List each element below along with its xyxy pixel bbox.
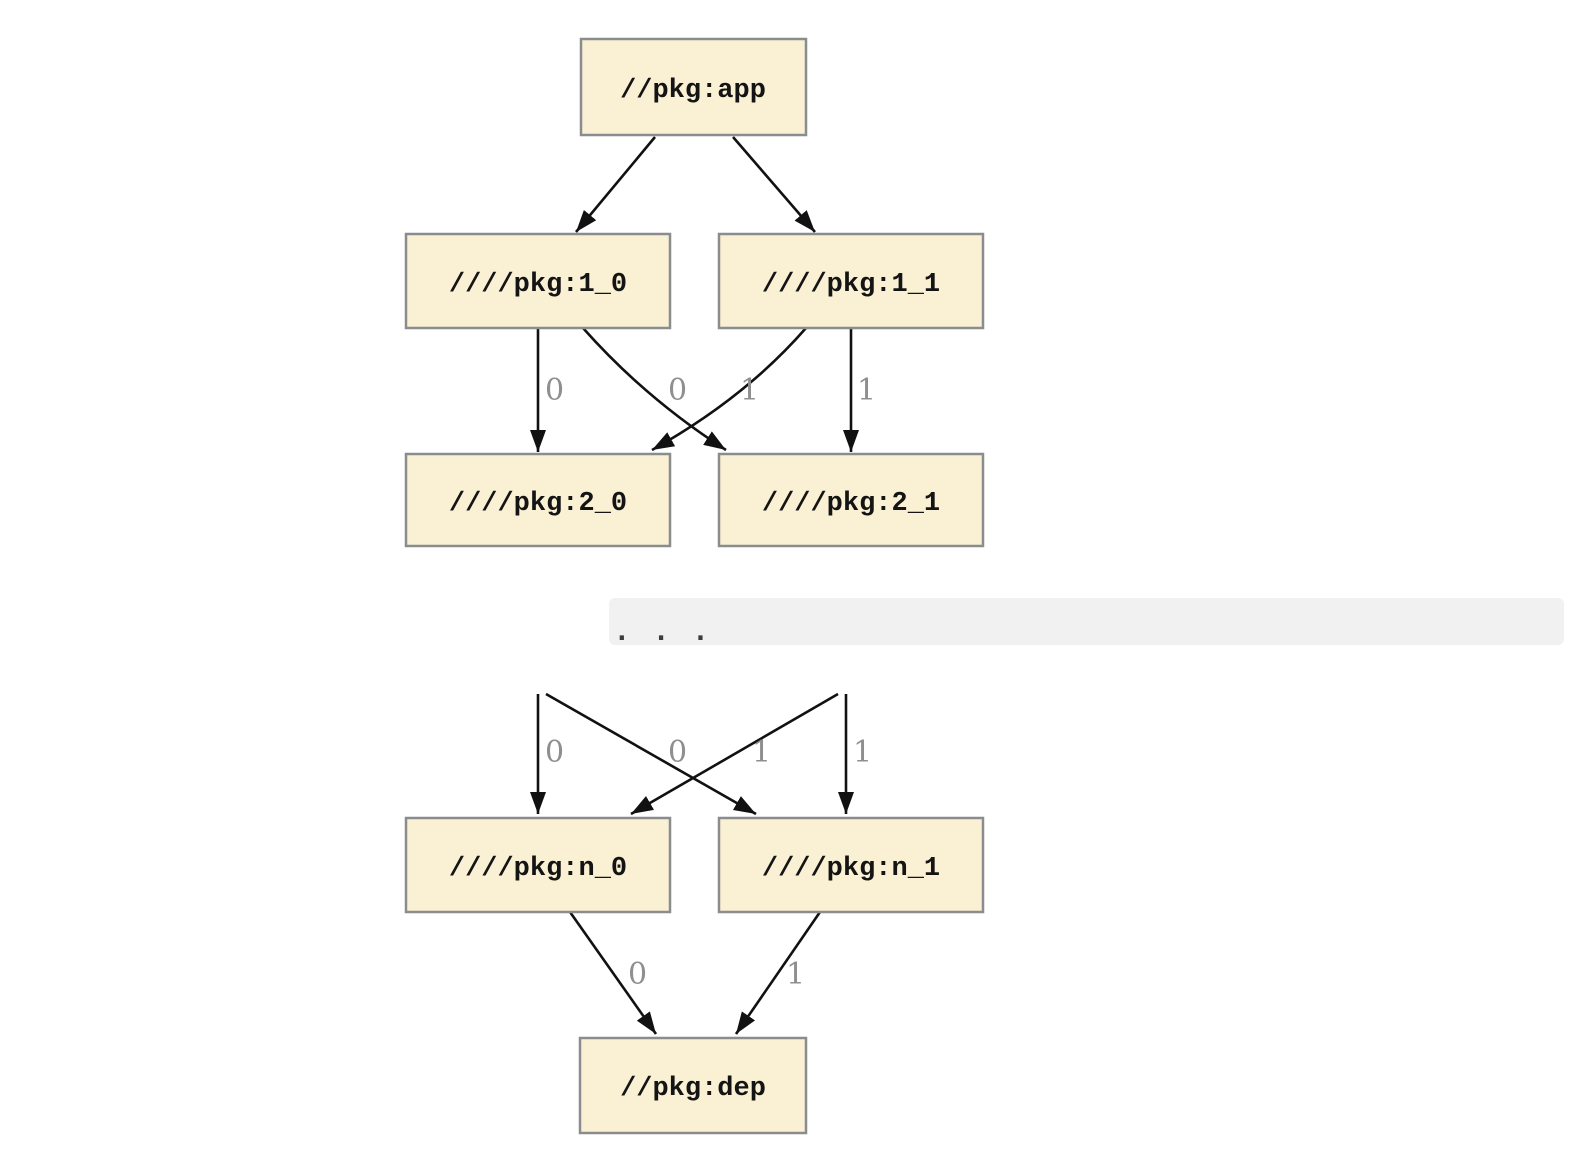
edge-label-hidden-n_0-cross: 1 bbox=[752, 735, 771, 770]
node-app-box bbox=[579, 37, 808, 137]
node-1_1-box bbox=[717, 232, 985, 330]
node-2_0-box bbox=[404, 452, 672, 548]
edge-label-1_0-2_0: 0 bbox=[545, 373, 564, 408]
edge-app-to-1_1 bbox=[732, 136, 816, 233]
edge-label-hidden-n_0: 0 bbox=[545, 735, 564, 770]
node-n_0-label: ////pkg:n_0 bbox=[449, 854, 627, 884]
node-1_1: ////pkg:1_1 bbox=[717, 232, 985, 330]
ellipsis-text: . . . bbox=[614, 617, 712, 647]
node-n_1-box bbox=[717, 816, 985, 914]
edge-label-hidden-n_1-cross: 0 bbox=[668, 735, 687, 770]
edge-label-1_0-2_1: 0 bbox=[668, 373, 687, 408]
node-app: //pkg:app bbox=[579, 37, 808, 137]
node-2_0-label: ////pkg:2_0 bbox=[449, 489, 627, 519]
edge-label-layer: 0 0 1 1 0 0 1 1 0 1 bbox=[545, 373, 876, 992]
node-1_0: ////pkg:1_0 bbox=[404, 232, 672, 330]
node-dep-label: //pkg:dep bbox=[620, 1074, 766, 1104]
ellipsis-band-box bbox=[609, 598, 1564, 645]
edge-hidden-to-n_0-cross bbox=[630, 692, 839, 816]
node-n_0: ////pkg:n_0 bbox=[404, 816, 672, 914]
edge-label-1_1-2_1: 1 bbox=[857, 373, 876, 408]
edge-app-to-1_0 bbox=[575, 136, 656, 233]
node-dep: //pkg:dep bbox=[578, 1036, 808, 1135]
node-n_0-box bbox=[404, 816, 672, 914]
ellipsis-band: . . . bbox=[609, 598, 1564, 647]
edge-n_1-to-dep bbox=[734, 911, 822, 1035]
edge-label-n_0-dep: 0 bbox=[628, 957, 647, 992]
node-1_0-box bbox=[404, 232, 672, 330]
edge-1_0-to-2_1 bbox=[582, 327, 727, 452]
edge-label-n_1-dep: 1 bbox=[786, 957, 805, 992]
edge-hidden-to-n_1-cross bbox=[545, 692, 757, 816]
node-1_1-label: ////pkg:1_1 bbox=[762, 270, 940, 300]
node-2_0: ////pkg:2_0 bbox=[404, 452, 672, 548]
edge-label-1_1-2_0: 1 bbox=[740, 373, 759, 408]
edge-n_0-to-dep bbox=[568, 911, 658, 1035]
node-dep-box bbox=[578, 1036, 808, 1135]
node-n_1: ////pkg:n_1 bbox=[717, 816, 985, 914]
node-app-label: //pkg:app bbox=[620, 76, 766, 106]
edge-1_1-to-2_0 bbox=[651, 327, 807, 452]
node-2_1-box bbox=[717, 452, 985, 548]
edge-layer bbox=[530, 136, 859, 1035]
node-2_1-label: ////pkg:2_1 bbox=[762, 489, 940, 519]
node-2_1: ////pkg:2_1 bbox=[717, 452, 985, 548]
node-1_0-label: ////pkg:1_0 bbox=[449, 270, 627, 300]
edge-label-hidden-n_1: 1 bbox=[853, 735, 872, 770]
node-n_1-label: ////pkg:n_1 bbox=[762, 854, 940, 884]
node-layer: //pkg:app ////pkg:1_0 ////pkg:1_1 ////pk… bbox=[404, 37, 985, 1135]
